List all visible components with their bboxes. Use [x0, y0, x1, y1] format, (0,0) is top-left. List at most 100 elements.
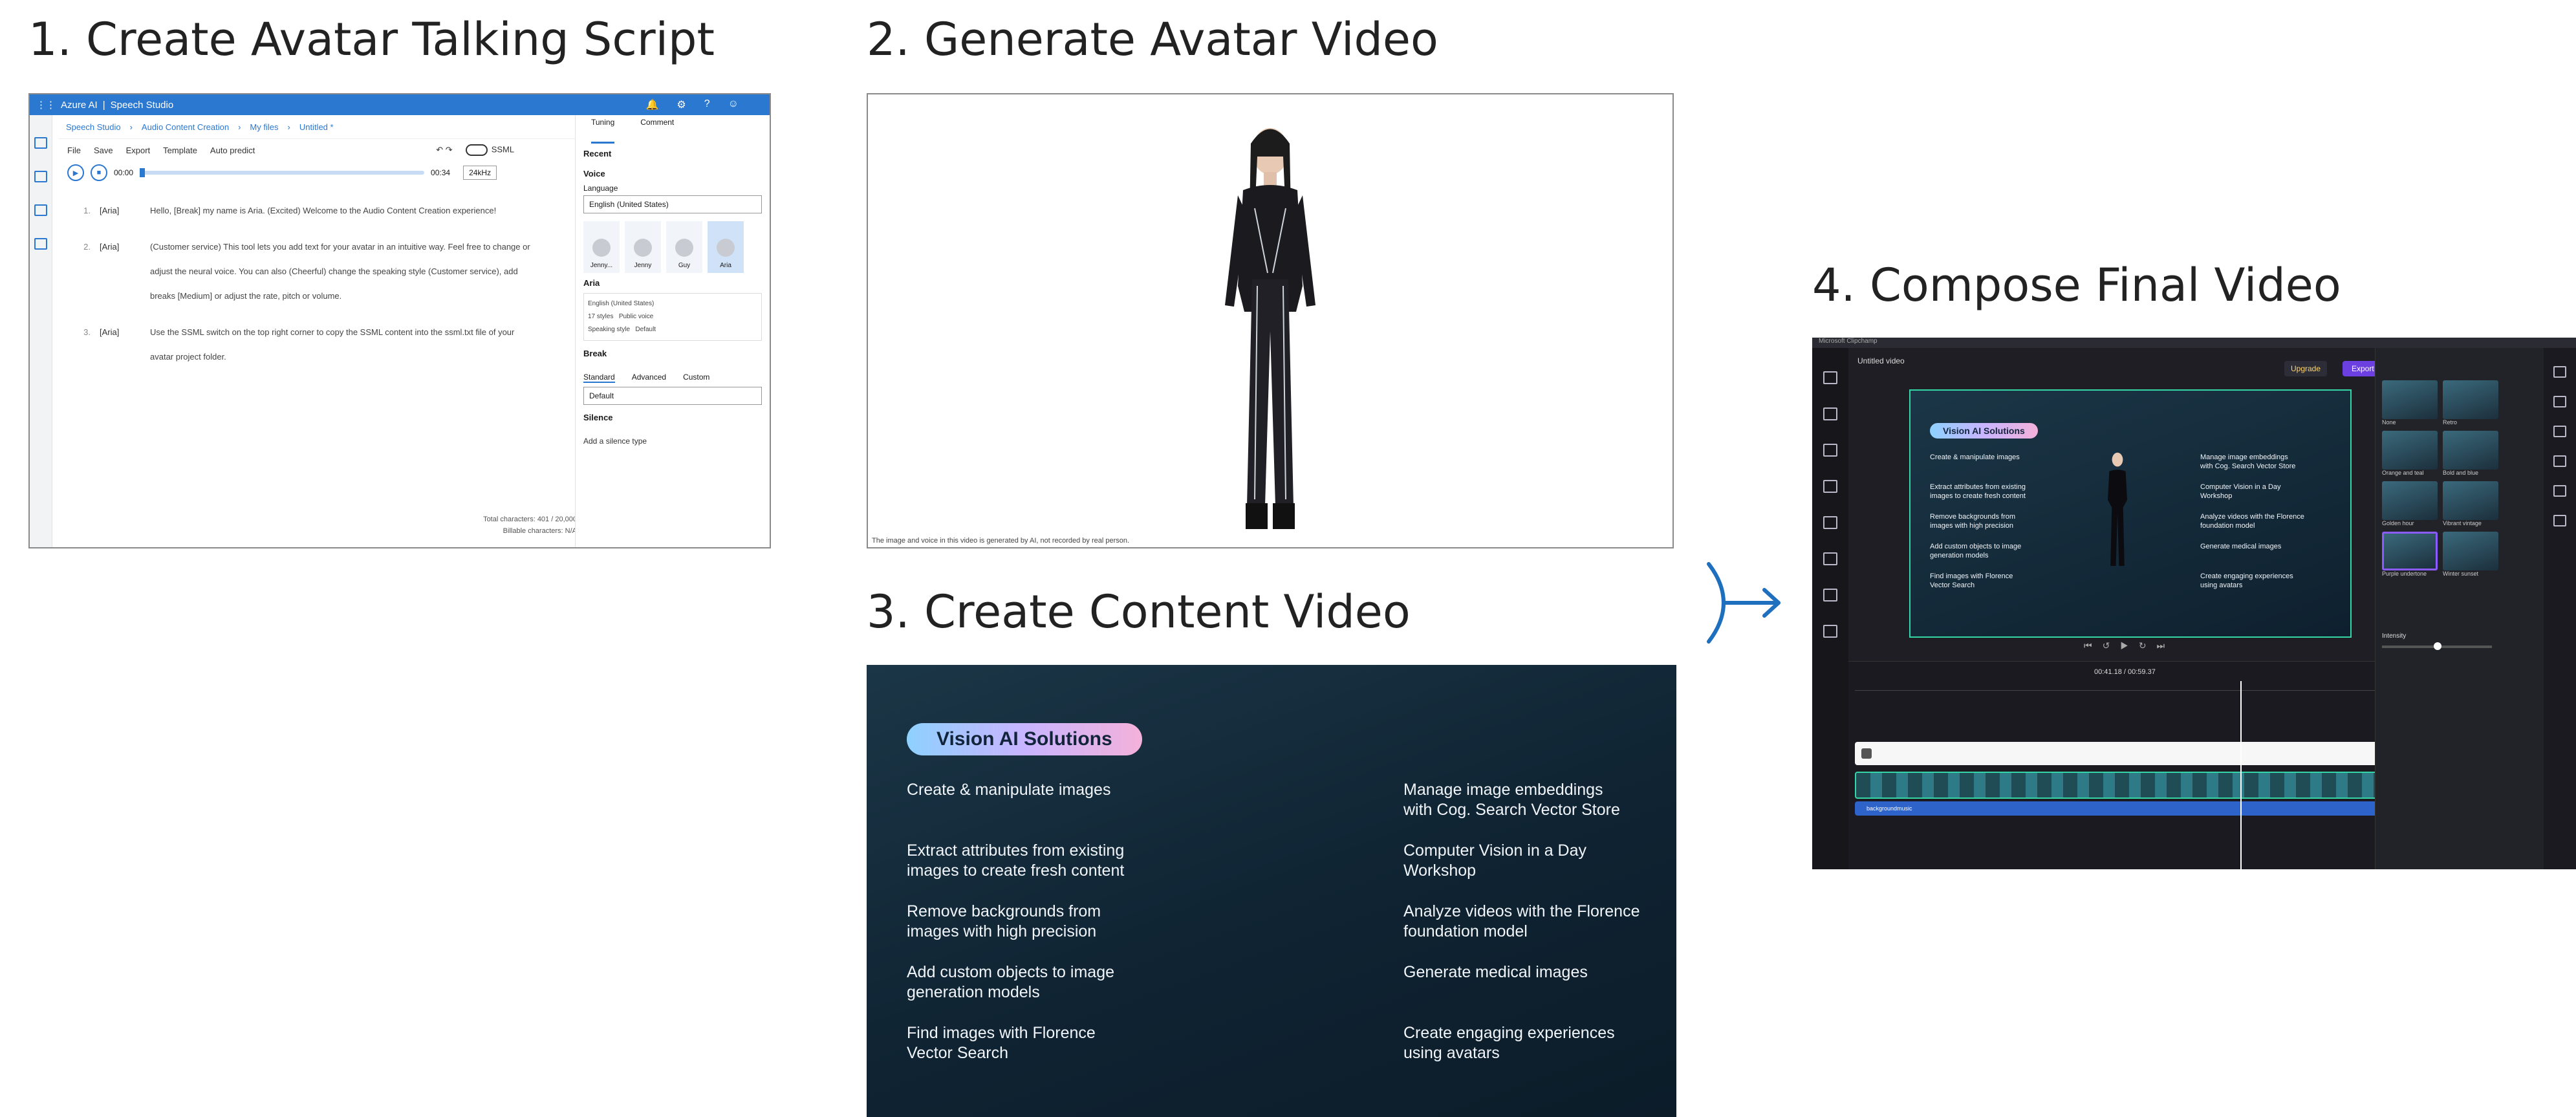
voice-card-selected[interactable]: Aria	[708, 221, 744, 273]
bullet-line: Extract attributes from existing	[1930, 483, 2026, 491]
text-icon[interactable]	[1823, 516, 1837, 529]
filter-tile[interactable]: Vibrant vintage	[2443, 481, 2498, 526]
bullet-line: Find images with Florence	[1930, 572, 2013, 580]
voice-card[interactable]: Jenny...	[583, 221, 620, 273]
help-icon[interactable]: ?	[704, 98, 710, 109]
tab-comment[interactable]: Comment	[640, 118, 675, 127]
brand-kit-icon[interactable]	[1823, 625, 1837, 638]
timeline-ruler[interactable]	[1855, 684, 2398, 691]
nav-files-icon[interactable]	[34, 137, 47, 149]
video-track[interactable]	[1855, 772, 2401, 799]
filter-tile-selected[interactable]: Purple undertone	[2382, 532, 2438, 577]
breadcrumb-item[interactable]: Audio Content Creation	[141, 122, 230, 132]
app-grid-icon[interactable]: ⋮⋮	[36, 100, 56, 111]
script-line[interactable]: 1. [Aria] Hello, [Break] my name is Aria…	[58, 199, 589, 223]
breadcrumb-item[interactable]: Speech Studio	[66, 122, 121, 132]
voice-card[interactable]: Guy	[666, 221, 702, 273]
transitions-icon[interactable]	[1823, 589, 1837, 602]
auto-predict-button[interactable]: Auto predict	[210, 145, 255, 155]
filter-tile[interactable]: Orange and teal	[2382, 431, 2438, 476]
line-text[interactable]: Use the SSML switch on the top right cor…	[150, 327, 515, 362]
template-menu[interactable]: Template	[163, 145, 197, 155]
audio-track[interactable]: backgroundmusic	[1855, 801, 2398, 816]
ai-disclaimer: The image and voice in this video is gen…	[872, 537, 1130, 545]
graphics-icon[interactable]	[1823, 552, 1837, 565]
step-2-title: 2. Generate Avatar Video	[867, 13, 1438, 66]
tab-advanced[interactable]: Advanced	[631, 373, 667, 382]
bullet-line: Workshop	[1403, 862, 1477, 880]
record-icon[interactable]	[1823, 407, 1837, 420]
speaking-style-select[interactable]: Default	[635, 326, 656, 333]
adjust-colors-icon[interactable]	[2553, 485, 2566, 497]
gear-icon[interactable]: ⚙	[676, 100, 686, 111]
smile-icon[interactable]: ☺	[728, 98, 739, 109]
filter-tile[interactable]: Retro	[2443, 380, 2498, 426]
bullet-line: Generate medical images	[2200, 543, 2282, 550]
add-silence-link[interactable]: Add a silence type	[583, 437, 647, 446]
player-progress[interactable]	[140, 168, 425, 177]
save-button[interactable]: Save	[93, 145, 113, 155]
file-menu[interactable]: File	[67, 145, 81, 155]
bullet-line: Create & manipulate images	[1930, 453, 2020, 461]
tab-tuning[interactable]: Tuning	[591, 118, 615, 144]
properties-rail	[2544, 348, 2576, 869]
bullet-line: with Cog. Search Vector Store	[2200, 462, 2296, 470]
break-select[interactable]: Default	[583, 387, 762, 405]
bell-icon[interactable]: 🔔	[645, 100, 659, 111]
captions-icon[interactable]	[2553, 366, 2566, 378]
nav-share-icon[interactable]	[34, 238, 47, 250]
speed-icon[interactable]	[2553, 515, 2566, 526]
silence-section[interactable]: Silence	[583, 413, 613, 422]
export-button[interactable]: Export	[125, 145, 151, 155]
slide-bullet-left: Create & manipulate images	[1930, 453, 2020, 462]
script-line[interactable]: 2. [Aria] (Customer service) This tool l…	[58, 235, 589, 309]
effects-icon[interactable]	[2553, 455, 2566, 467]
project-name[interactable]: Untitled video	[1857, 356, 1905, 365]
music-icon[interactable]	[1823, 480, 1837, 493]
voice-name: Jenny...	[590, 262, 613, 269]
recent-section[interactable]: Recent	[583, 149, 612, 158]
upgrade-button[interactable]: Upgrade	[2284, 361, 2328, 376]
nav-trash-icon[interactable]	[34, 204, 47, 216]
nav-doc-icon[interactable]	[34, 171, 47, 182]
stop-icon[interactable]: ■	[91, 164, 107, 181]
intensity-slider[interactable]	[2382, 642, 2492, 650]
voice-section[interactable]: Voice	[583, 169, 605, 179]
bullet-line: Create engaging experiences	[2200, 572, 2293, 580]
line-speaker: [Aria]	[100, 206, 120, 215]
filters-icon[interactable]	[2553, 426, 2566, 437]
playhead[interactable]	[2240, 681, 2242, 869]
breadcrumb-item[interactable]: My files	[250, 122, 279, 132]
tab-standard[interactable]: Standard	[583, 373, 615, 383]
tab-custom[interactable]: Custom	[683, 373, 710, 382]
filter-tile[interactable]: None	[2382, 380, 2438, 426]
voice-card[interactable]: Jenny	[625, 221, 661, 273]
slide-bullet-left: Create & manipulate images	[907, 780, 1110, 800]
templates-icon[interactable]	[1823, 444, 1837, 457]
slide-bullet-right: Generate medical images	[2200, 542, 2281, 551]
ssml-toggle[interactable]	[465, 144, 488, 156]
line-text[interactable]: (Customer service) This tool lets you ad…	[150, 242, 530, 301]
playback-controls[interactable]: ⏮↺▶↻⏭	[2084, 640, 2176, 651]
text-track[interactable]	[1855, 742, 2398, 765]
line-text[interactable]: Hello, [Break] my name is Aria. (Excited…	[150, 206, 497, 215]
script-line[interactable]: 3. [Aria] Use the SSML switch on the top…	[58, 320, 589, 369]
speech-studio-header: ⋮⋮ Azure AI | Speech Studio 🔔 ⚙ ? ☺	[30, 94, 770, 115]
filter-tile[interactable]: Bold and blue	[2443, 431, 2498, 476]
voice-avatar-icon	[592, 239, 611, 257]
filter-tile[interactable]: Golden hour	[2382, 481, 2438, 526]
fade-icon[interactable]	[2553, 396, 2566, 407]
voice-gallery: Jenny... Jenny Guy Aria	[583, 221, 762, 273]
bullet-line: foundation model	[2200, 522, 2255, 530]
billable-characters: Billable characters: N/A	[503, 527, 577, 535]
language-select[interactable]: English (United States)	[583, 195, 762, 213]
play-icon[interactable]: ▶	[67, 164, 84, 181]
break-section[interactable]: Break	[583, 349, 607, 358]
sample-rate-select[interactable]: 24kHz	[463, 166, 497, 180]
filter-tile[interactable]: Winter sunset	[2443, 532, 2498, 577]
script-lines: 1. [Aria] Hello, [Break] my name is Aria…	[58, 199, 589, 369]
video-preview[interactable]: Vision AI Solutions Create & manipulate …	[1909, 389, 2352, 638]
media-icon[interactable]	[1823, 371, 1837, 384]
